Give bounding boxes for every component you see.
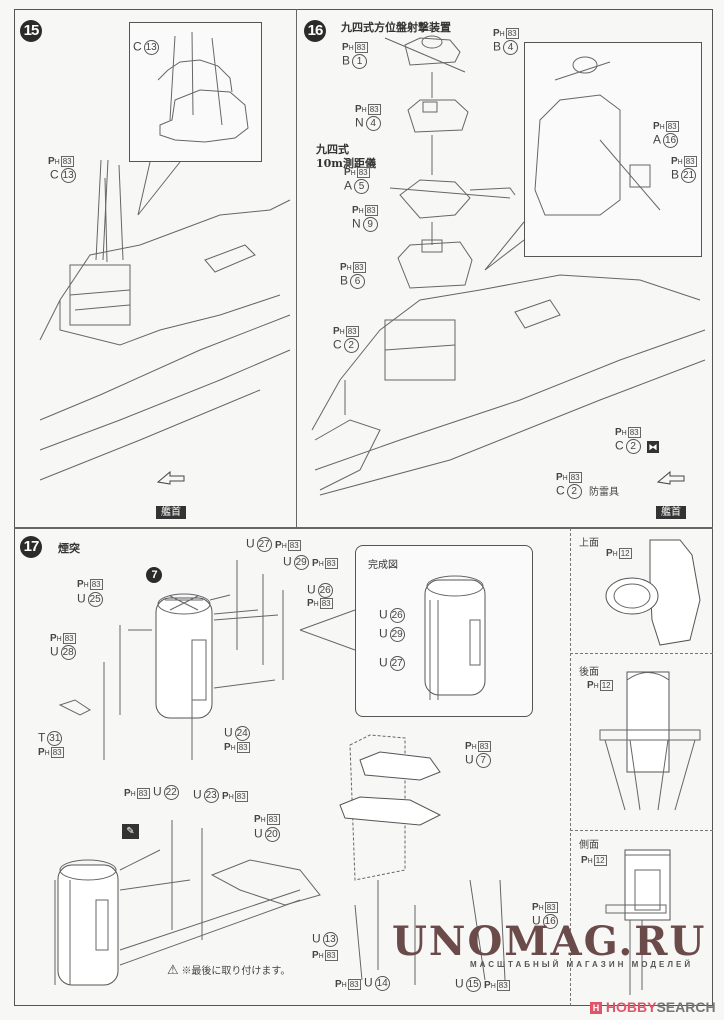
step-number: 16 xyxy=(304,20,326,42)
paint-brush-icon: ✎ xyxy=(122,824,139,839)
divider-view-top-rear xyxy=(570,653,713,654)
attach-last-warning: ⚠ ※最後に取り付けます。 xyxy=(167,962,291,977)
divider-view-rear-side xyxy=(570,830,713,831)
watermark-unomag-subtitle: МАСШТАБНЫЙ МАГАЗИН МОДЕЛЕЙ xyxy=(470,960,694,969)
arrow-left-icon xyxy=(156,470,185,485)
reference-step-badge: 7 xyxy=(146,567,162,583)
step-number: 15 xyxy=(20,20,42,42)
page-frame xyxy=(14,9,713,1006)
inset-illustration xyxy=(39,31,291,481)
hobbysearch-logo-icon: H xyxy=(590,1002,602,1015)
arrow-left-icon xyxy=(656,470,685,485)
rangefinder-title-1: 九四式 xyxy=(316,143,349,156)
step-number: 17 xyxy=(20,536,42,558)
divider-vertical-top xyxy=(296,9,297,527)
divider-views xyxy=(570,528,571,1006)
divider-horizontal xyxy=(14,527,713,529)
watermark-hobbysearch: H HOBBYSEARCH xyxy=(590,999,716,1015)
mirror-pair-icon: ⧓ xyxy=(647,440,660,453)
step-title: 九四式方位盤射撃装置 xyxy=(341,21,451,34)
view-side-label: 側面 xyxy=(579,840,599,851)
assembly-illustration xyxy=(311,35,706,496)
bow-label: 艦首 xyxy=(656,506,686,519)
rangefinder-title-2: 10m測距儀 xyxy=(316,157,376,170)
view-top-label: 上面 xyxy=(579,538,599,549)
bow-direction-indicator: 艦首 xyxy=(156,470,186,519)
bow-label: 艦首 xyxy=(156,506,186,519)
watermark-unomag: UNOMAG.RU xyxy=(392,918,707,965)
detail-inset xyxy=(524,42,702,257)
completed-view-title: 完成図 xyxy=(368,560,398,571)
step-title: 煙突 xyxy=(58,542,80,555)
warning-icon: ⚠ xyxy=(167,962,179,977)
bow-direction-indicator: 艦首 xyxy=(656,470,686,519)
view-rear-label: 後面 xyxy=(579,667,599,678)
